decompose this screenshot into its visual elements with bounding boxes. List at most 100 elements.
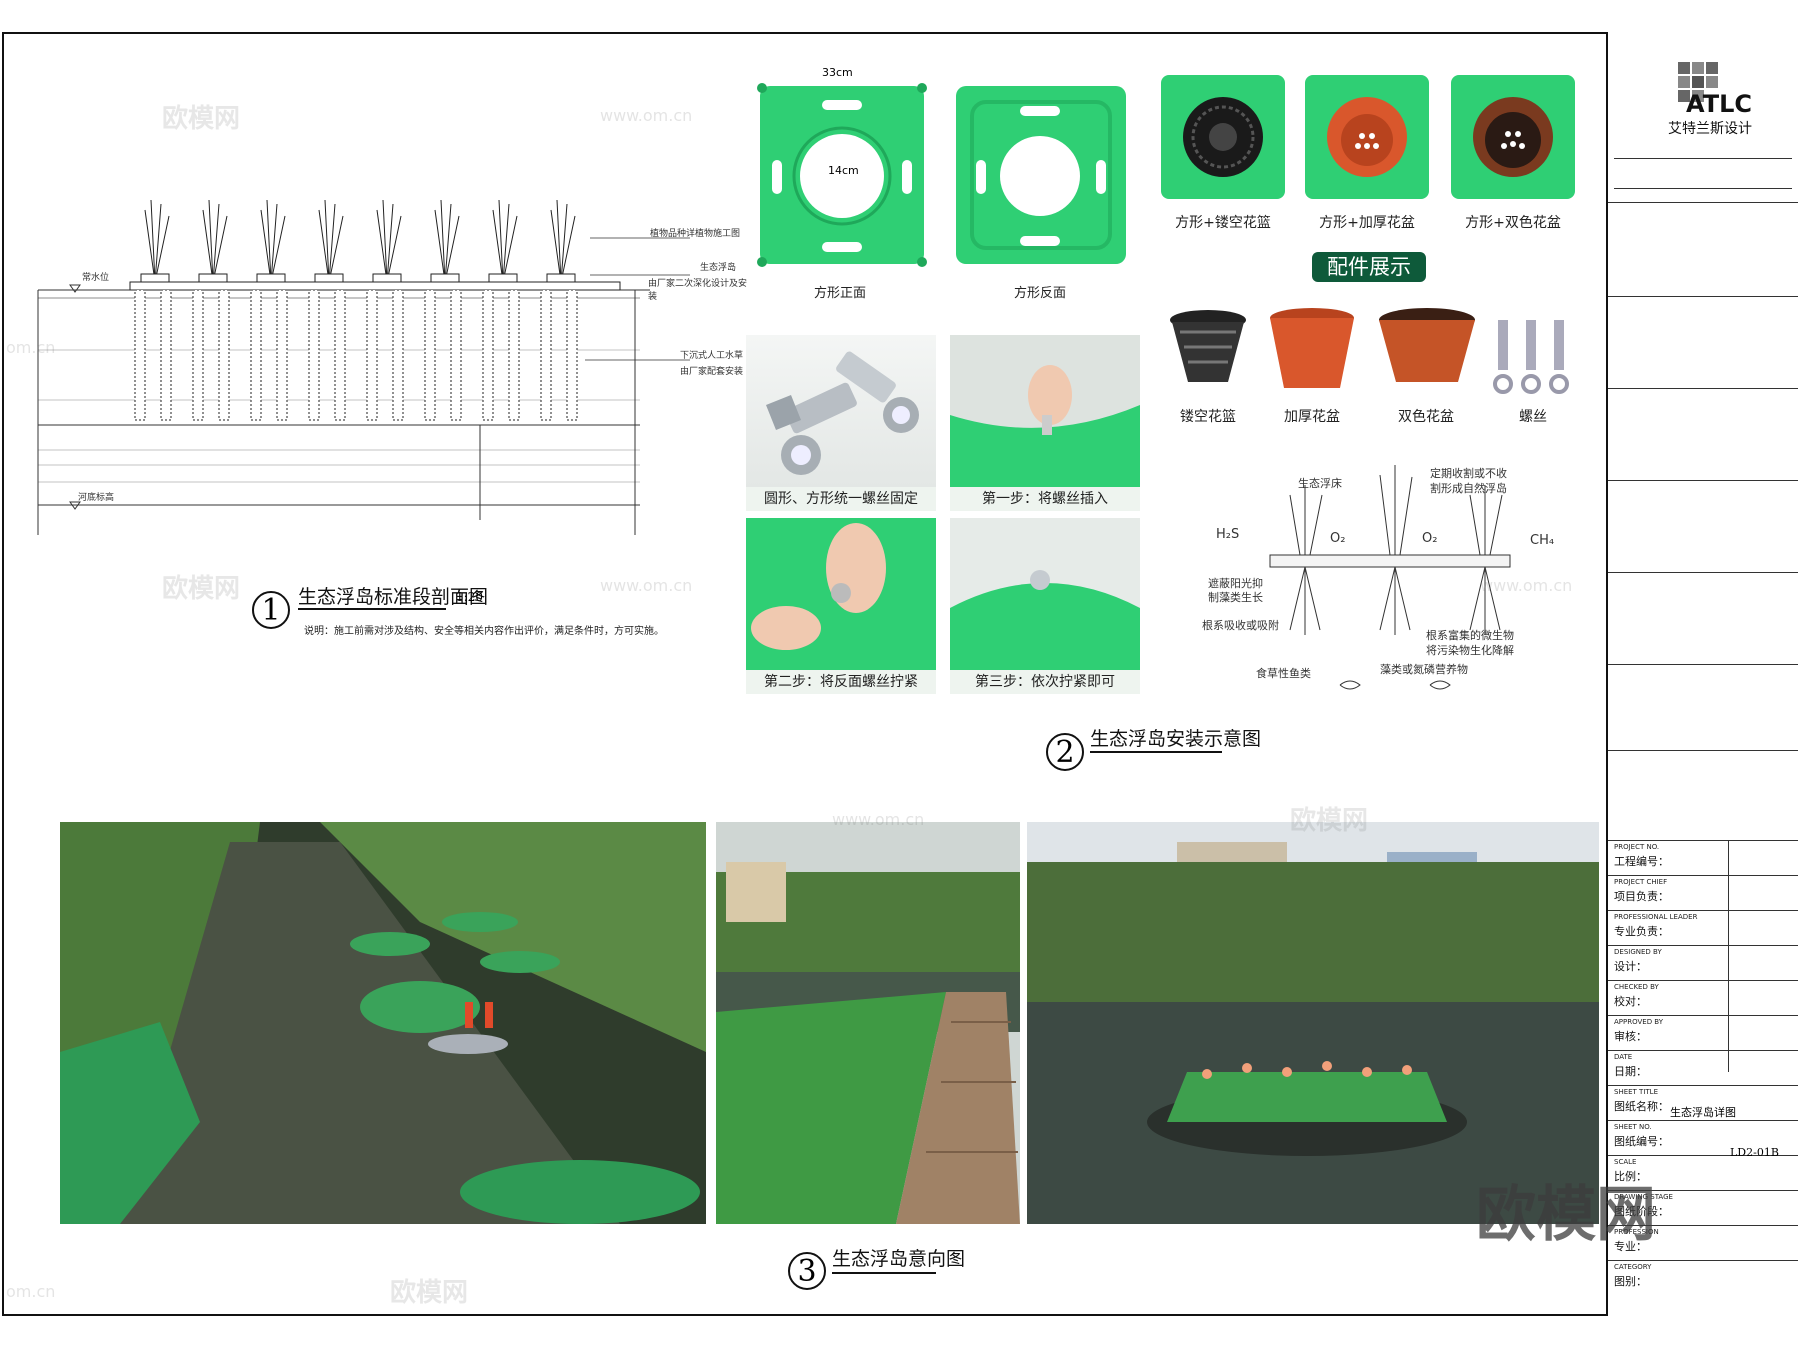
tb-row-line [1608,945,1798,946]
diagram-fish: 食草性鱼类 [1256,667,1311,680]
diagram-h2s: H₂S [1216,527,1240,542]
tb-row-cn: 工程编号： [1614,855,1669,868]
label-water-level: 常水位 [82,273,110,283]
tb-row-cn: 图纸编号： [1614,1135,1669,1148]
accessory-dual-pot-svg [1379,308,1475,382]
label-float-sub: 由厂家二次深化设计及安装 [648,279,748,302]
step-photo-bolts [746,335,936,487]
dim-hole: 14cm [828,164,859,177]
tb-row-cn: 项目负责： [1614,890,1669,903]
tb-row-cn: 比例： [1614,1170,1647,1183]
tb-row-line [1608,910,1798,911]
step-photo-3 [950,518,1140,670]
combo-basket [1158,72,1288,202]
tb-row-en: PROFESSIONAL LEADER [1614,913,1698,921]
tb-top-line-2 [1614,188,1792,189]
photo-boardwalk [716,822,1020,1224]
combo-label-basket: 方形+镂空花篮 [1175,215,1271,231]
photo-pond-svg [1027,822,1599,1224]
tb-row-line [1608,1050,1798,1051]
tb-divider-6 [1608,664,1798,665]
tb-row-cn: 日期： [1614,1065,1647,1078]
section2-number: 2 [1046,733,1084,771]
accessory-title-badge: 配件展示 [1312,252,1426,282]
section-drawing-svg [37,199,690,535]
watermark-brand: 欧模网 [390,1278,469,1308]
accessory-screw-svg [1493,320,1569,394]
accessory-label-dual-pot: 双色花盆 [1398,409,1454,425]
tb-row-cn: 专业负责： [1614,925,1669,938]
plant-unit [134,199,172,421]
tb-row-line [1608,1085,1798,1086]
diagram-bed: 生态浮床 [1298,477,1342,490]
sheet-no-value: LD2-01B [1730,1146,1779,1159]
tb-row-line [1608,1225,1798,1226]
diagram-microbe2: 将污染物生化降解 [1426,644,1514,657]
tb-row-en: DATE [1614,1053,1633,1061]
watermark-url: www.om.cn [600,576,693,595]
label-plant: 植物品种详植物施工图 [650,229,741,239]
tb-row-en: PROJECT NO. [1614,843,1660,851]
watermark-url: www.om.cn [1480,576,1573,595]
section1-scale: 1:20 [456,590,483,604]
watermark-url-short: om.cn [6,338,56,357]
bolts-svg [766,351,919,475]
diagram-algae: 藻类或氮磷营养物 [1380,663,1468,676]
watermark-url: www.om.cn [600,106,693,125]
photo-river-svg [60,822,706,1224]
title-block: ATLC 艾特兰斯设计 PROJECT NO.工程编号：PROJECT CHIE… [1606,32,1798,1316]
section1-note: 说明：施工前需对涉及结构、安全等相关内容作出评价，满足条件时，方可实施。 [304,626,664,637]
tb-row-en: SHEET TITLE [1614,1088,1658,1096]
step-caption-1: 第一步：将螺丝插入 [950,487,1140,511]
tb-divider-2 [1608,296,1798,297]
section-drawing: 植物品种详植物施工图 生态浮岛 由厂家二次深化设计及安装 下沉式人工水草 由厂家… [30,190,750,550]
watermark-url: www.om.cn [832,810,925,829]
tb-divider-4 [1608,480,1798,481]
tb-row-cn: 图纸名称： [1614,1100,1669,1113]
tb-divider-3 [1608,388,1798,389]
section1-underline [298,608,446,610]
logo-grid-icon [1678,62,1718,102]
accessory-label-screw: 螺丝 [1519,409,1547,425]
logo-mark [1678,62,1718,102]
section3-underline [832,1272,936,1274]
diagram-shade: 遮蔽阳光抑 [1208,577,1263,590]
eco-diagram-svg [1269,465,1511,690]
square-back-panel [950,80,1132,270]
tb-divider-5 [1608,572,1798,573]
accessory-thick-pot [1262,302,1362,402]
back-label: 方形反面 [1013,286,1066,301]
tb-row-line [1608,840,1798,841]
square-front-panel: 14cm [752,80,932,270]
tb-row-en: CATEGORY [1614,1263,1652,1271]
plant-unit [424,199,462,421]
photo-river [60,822,706,1224]
watermark-url-short: om.cn [6,1282,56,1301]
tb-row-cn: 审核： [1614,1030,1647,1043]
step1-svg [950,365,1140,487]
accessory-screw [1488,312,1578,402]
company-name: 艾特兰斯设计 [1668,121,1752,137]
accessory-basket [1158,302,1258,402]
tb-row-cn: 设计： [1614,960,1647,973]
eco-diagram: 生态浮床 定期收割或不收 割形成自然浮岛 H₂S O₂ O₂ CH₄ 遮蔽阳光抑… [1190,455,1590,705]
tb-row-cn: 校对： [1614,995,1647,1008]
label-base-sub: 由厂家配套安装 [680,367,744,377]
tb-row-cn: 图别： [1614,1275,1647,1288]
watermark-brand: 欧模网 [1290,806,1369,836]
combo-dual-pot [1448,72,1578,202]
accessory-title: 配件展示 [1327,255,1411,279]
plant-unit [250,199,288,421]
step-photo-1 [950,335,1140,487]
tb-row-en: DRAWING STAGE [1614,1193,1673,1201]
plant-unit [192,199,230,421]
tb-row-en: PROFESSION [1614,1228,1659,1236]
section3-title: 生态浮岛意向图 [832,1248,966,1270]
step-caption-0: 圆形、方形统一螺丝固定 [746,487,936,511]
section2-underline [1090,751,1222,753]
diagram-absorb: 根系吸收或吸附 [1202,619,1279,632]
diagram-shade2: 制藻类生长 [1208,591,1263,604]
combo-thick-pot [1302,72,1432,202]
tb-row-en: SHEET NO. [1614,1123,1652,1131]
plant-unit [540,199,578,421]
